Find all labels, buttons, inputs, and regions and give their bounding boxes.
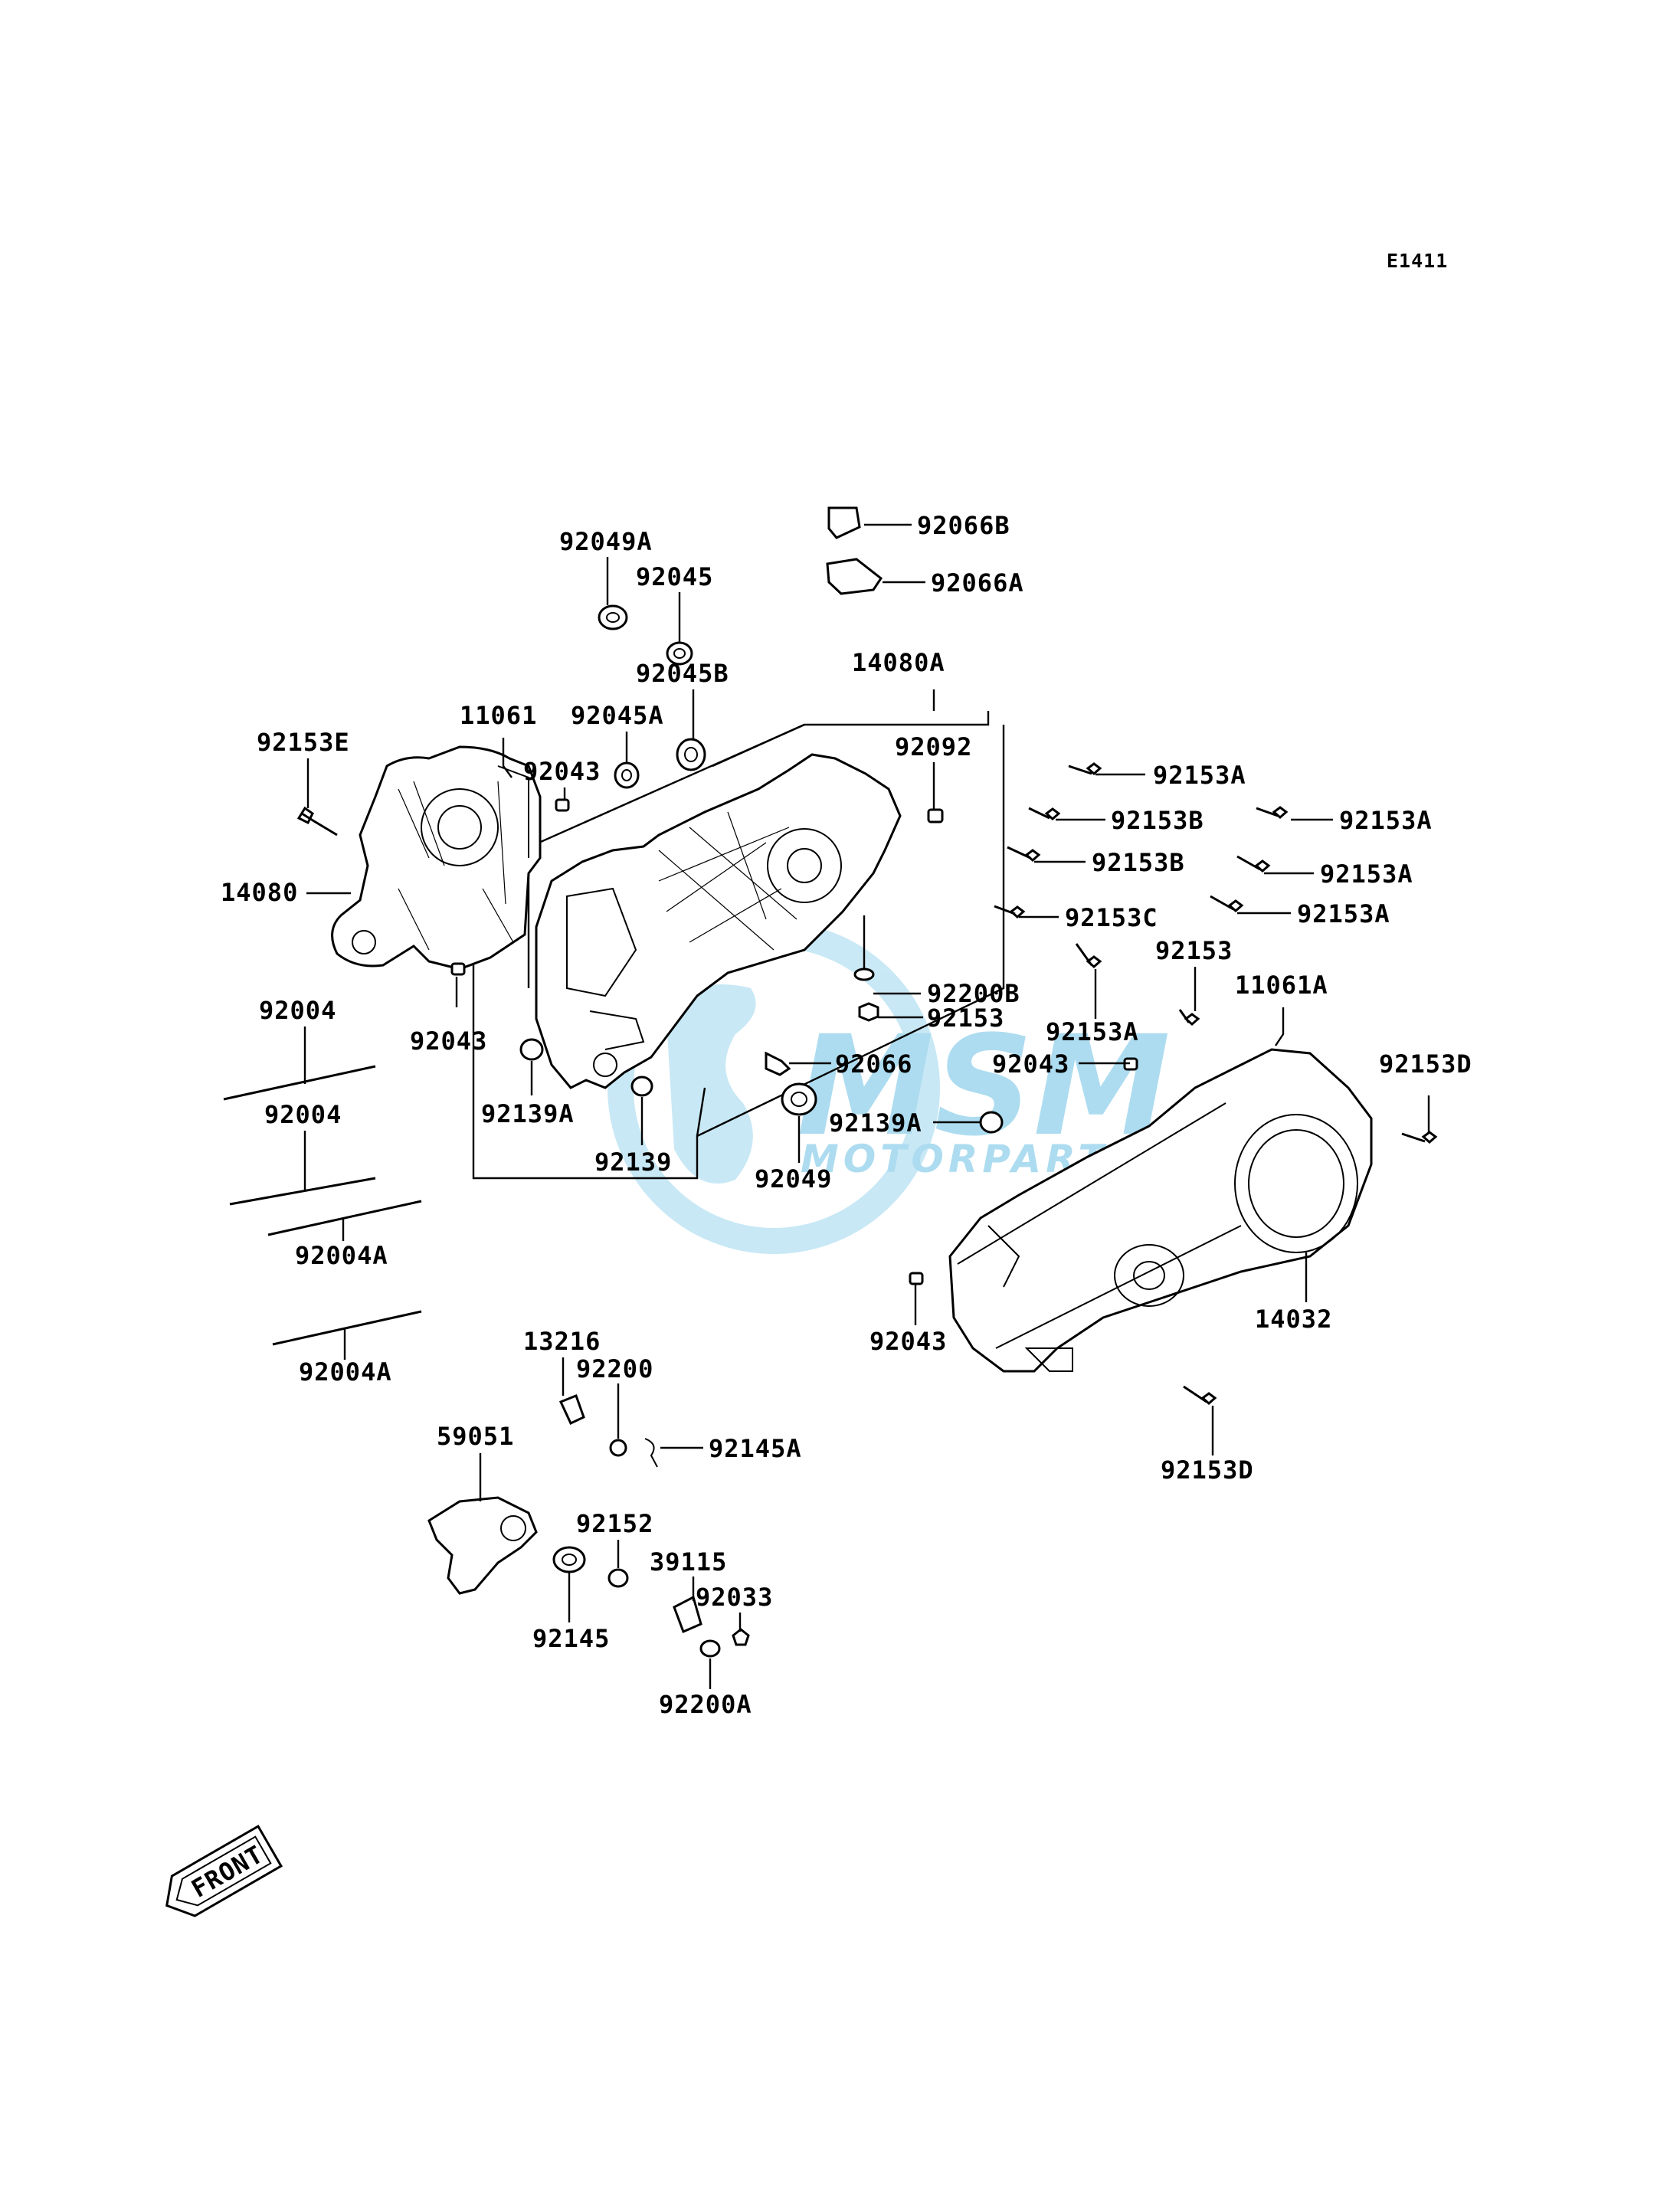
part-label: 11061 — [460, 701, 537, 730]
part-label: 92004A — [295, 1241, 388, 1270]
part-label: 92153A — [1320, 859, 1413, 889]
crankcase-right-14080A — [535, 753, 902, 1089]
part-label: 59051 — [437, 1422, 514, 1451]
part-label: 39115 — [650, 1547, 727, 1577]
part-label: 14080A — [852, 648, 945, 677]
part-label: 92153B — [1111, 806, 1204, 835]
part-label: 13216 — [523, 1327, 601, 1356]
part-label: 92049 — [755, 1164, 832, 1193]
part-label: 92066A — [931, 568, 1024, 598]
part-label: 92145A — [709, 1434, 802, 1463]
part-label: 92153A — [1153, 761, 1246, 790]
part-label: 92153 — [927, 1004, 1004, 1033]
part-label: 92153A — [1297, 899, 1390, 928]
part-label: 92145 — [532, 1624, 610, 1653]
part-label: 92033 — [696, 1583, 773, 1612]
part-label: 92092 — [895, 732, 972, 761]
part-label: 92139A — [481, 1099, 575, 1128]
part-label: 92153C — [1065, 903, 1158, 932]
part-labels: 92049A 92045 92045B 92045A 11061 92153E … — [221, 511, 1472, 1719]
part-label: 92153A — [1339, 806, 1433, 835]
part-label: 92004A — [299, 1357, 392, 1387]
part-label: 92045B — [636, 659, 729, 688]
part-label: 92153A — [1046, 1017, 1139, 1046]
part-label: 92049A — [559, 527, 653, 556]
part-label: 92153D — [1161, 1455, 1254, 1485]
clutch-cover-14032 — [948, 1048, 1373, 1373]
part-label: 92153E — [257, 728, 350, 757]
front-arrow: FRONT — [165, 1824, 283, 1917]
part-label: 92045A — [571, 701, 664, 730]
part-label: 92043 — [410, 1026, 487, 1056]
part-label: 92043 — [523, 757, 601, 786]
part-label: 11061A — [1235, 971, 1328, 1000]
part-label: 92139 — [594, 1148, 672, 1177]
part-label: 92200 — [576, 1354, 653, 1383]
part-label: 92153B — [1092, 848, 1185, 877]
leader-lines — [303, 523, 1430, 1689]
part-label: 92066 — [835, 1049, 912, 1079]
part-label: 92004 — [259, 996, 336, 1025]
part-label: 92043 — [869, 1327, 947, 1356]
part-label: 92045 — [636, 562, 713, 591]
crankcase-left-14080 — [331, 745, 542, 971]
watermark-logo-text: MSM — [797, 1007, 1171, 1167]
part-label: 92200B — [927, 979, 1020, 1008]
part-label: 14080 — [221, 878, 298, 907]
small-parts — [223, 506, 1438, 1658]
part-label: 92043 — [992, 1049, 1069, 1079]
part-label: 92066B — [917, 511, 1010, 540]
part-label: 92153 — [1155, 936, 1233, 965]
part-label: 14032 — [1255, 1305, 1332, 1334]
part-label: 92153D — [1379, 1049, 1472, 1079]
part-label: 92152 — [576, 1509, 653, 1538]
part-label: 92004 — [264, 1100, 342, 1129]
diagram-code: E1411 — [1387, 250, 1448, 272]
part-label: 92139A — [829, 1108, 922, 1138]
part-label: 92200A — [659, 1690, 752, 1719]
